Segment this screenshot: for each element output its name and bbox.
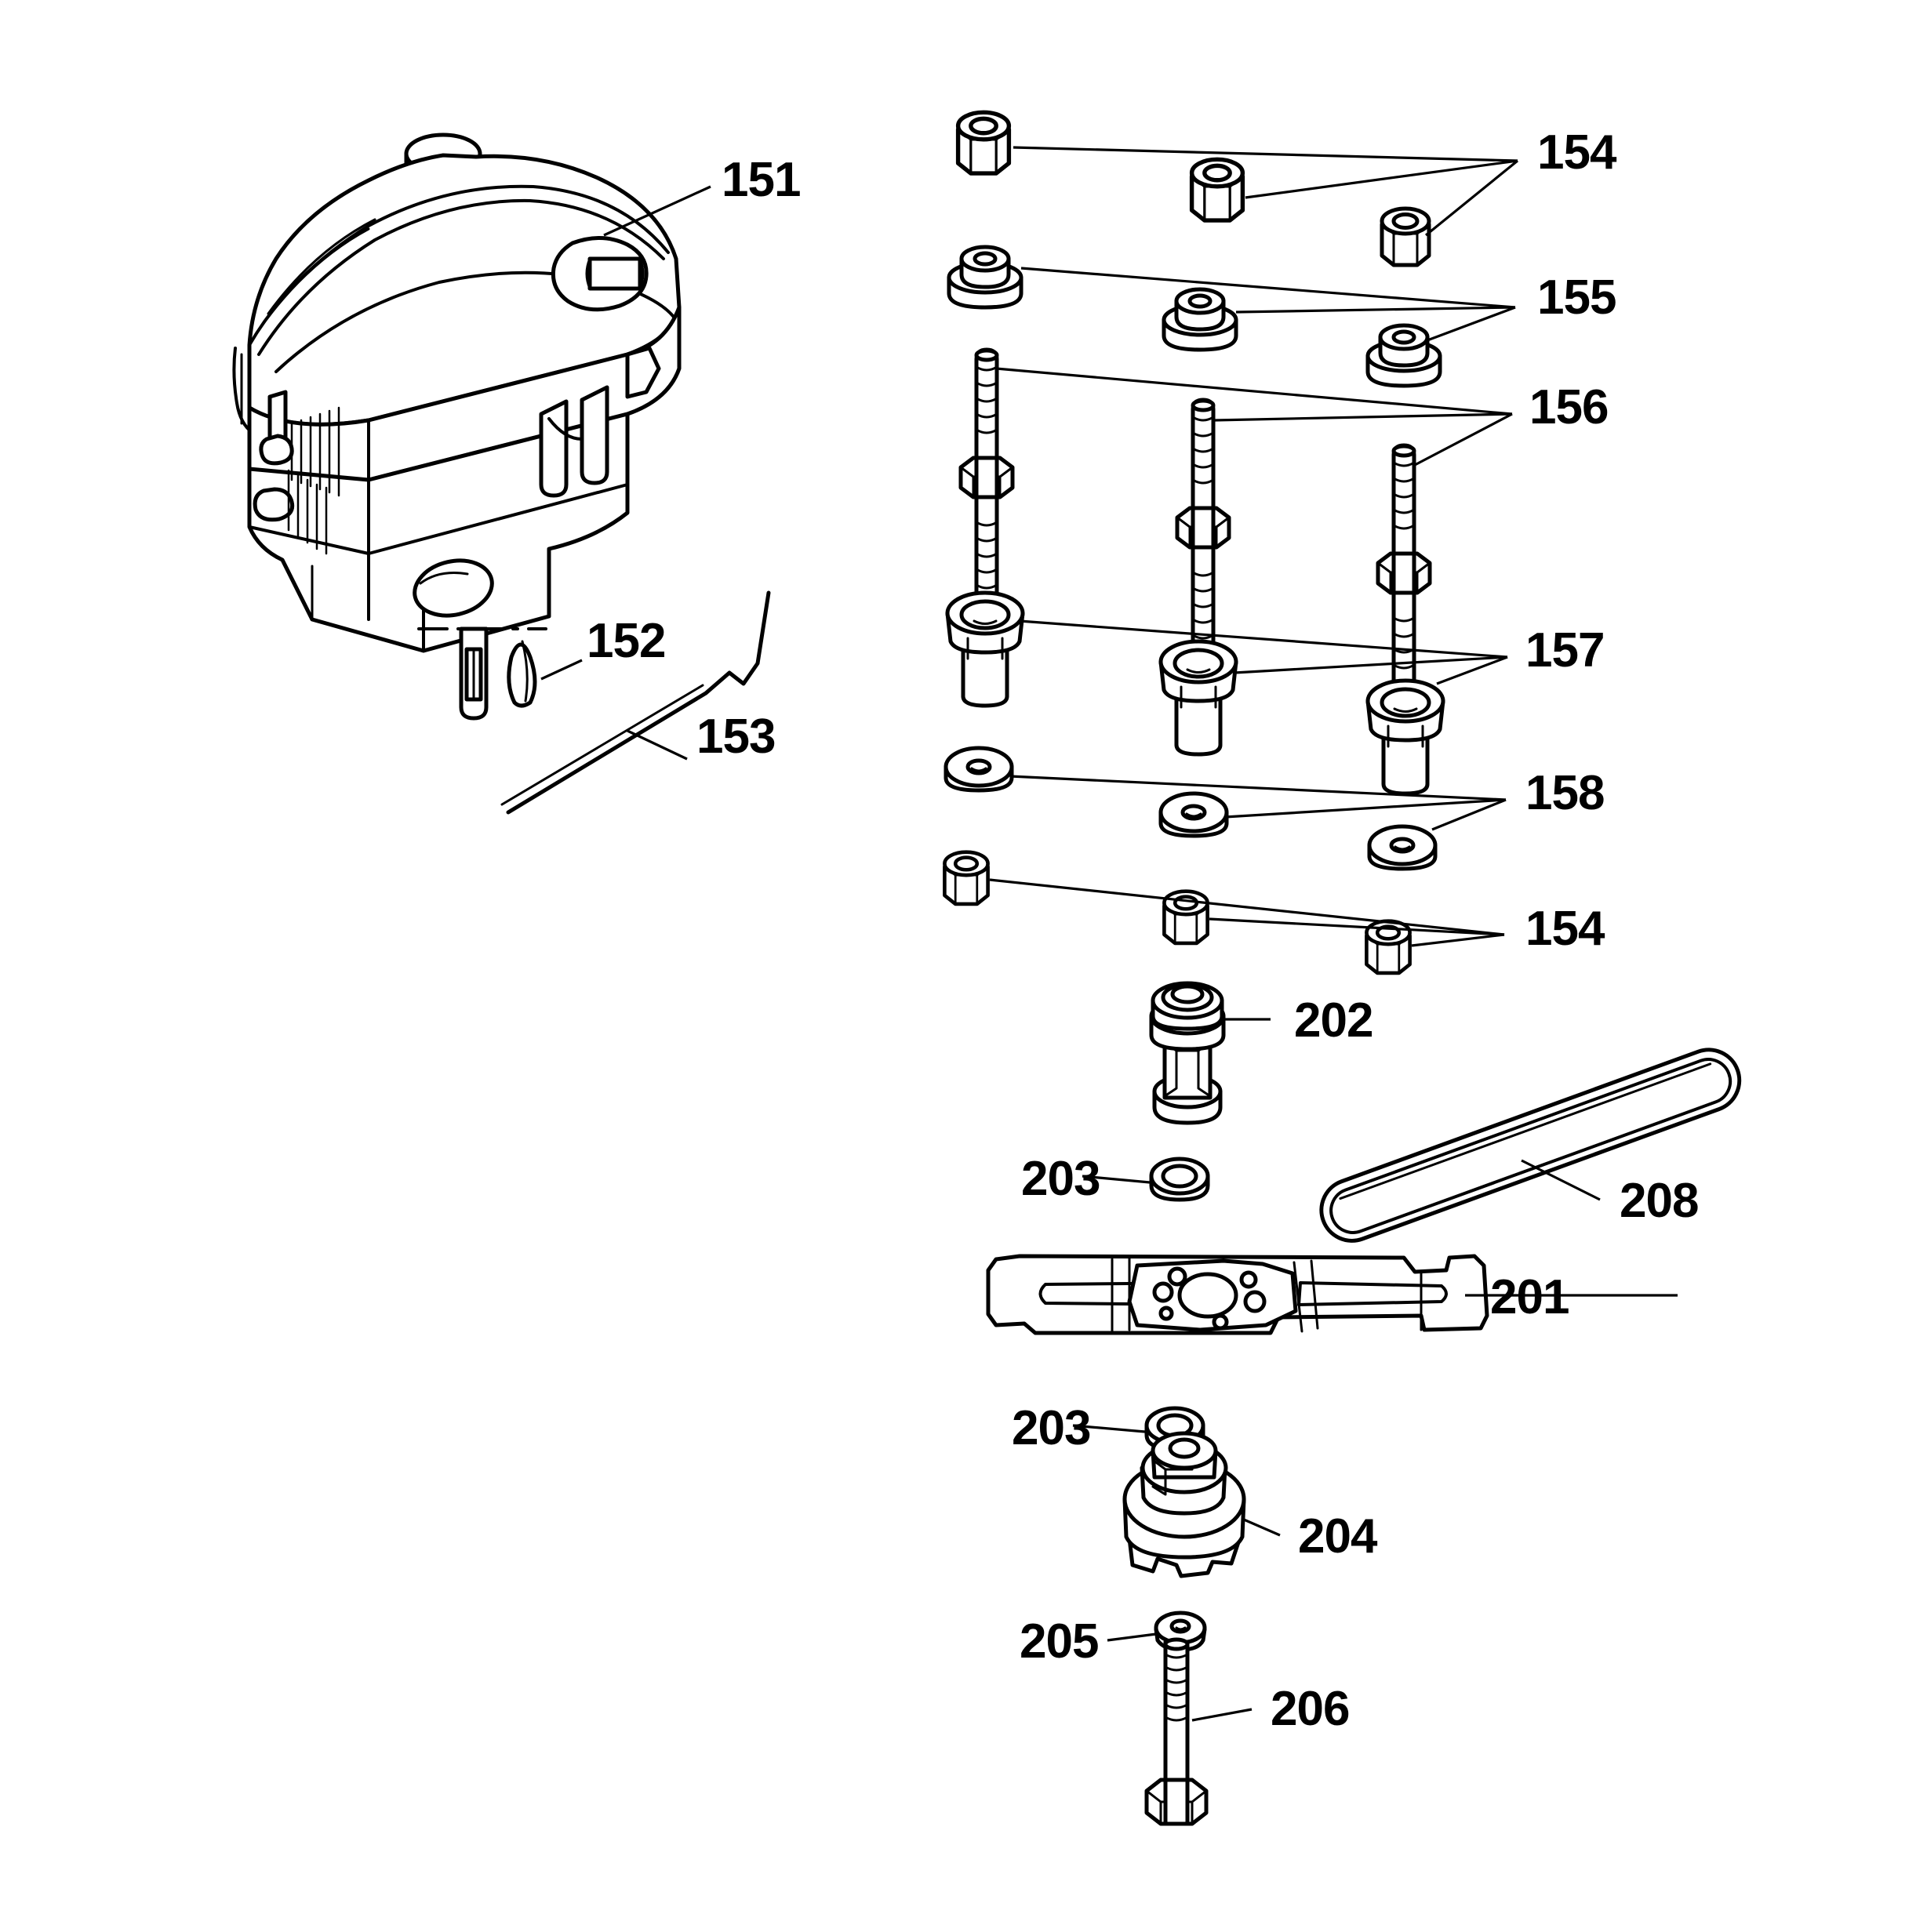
leader-156 — [995, 367, 1513, 416]
callout-label-206: 206 — [1271, 1682, 1349, 1736]
shoulder-bushing — [949, 247, 1021, 307]
callout-label-205: 205 — [1020, 1614, 1098, 1669]
shoulder-bushing — [1164, 289, 1236, 350]
callout-label-158: 158 — [1525, 766, 1604, 820]
engine-assembly-drawing — [232, 133, 682, 721]
blade-spindle-drawing — [1149, 981, 1226, 1125]
leader-154-top — [1013, 146, 1518, 162]
leader-155 — [1020, 267, 1516, 309]
callout-label-203-lower: 203 — [1012, 1401, 1090, 1455]
threaded-stud — [961, 350, 1013, 604]
control-rod-drawing — [500, 590, 771, 815]
leader-152 — [540, 659, 583, 681]
callout-label-151: 151 — [722, 153, 800, 207]
flat-washer — [946, 748, 1012, 790]
leader-157 — [1019, 619, 1508, 659]
leader-206 — [1191, 1708, 1253, 1722]
flanged-sleeve — [1368, 681, 1443, 794]
flat-washer — [1369, 826, 1435, 869]
callout-label-203-upper: 203 — [1021, 1152, 1100, 1206]
lock-nut — [1382, 209, 1429, 265]
flanged-sleeve — [1161, 641, 1236, 754]
callout-label-204: 204 — [1298, 1509, 1378, 1563]
flanged-sleeve — [947, 593, 1023, 706]
callout-label-152: 152 — [587, 614, 665, 668]
lock-nut — [1192, 159, 1243, 220]
blade-adapter-drawing — [1122, 1431, 1246, 1578]
cooling-fins — [253, 390, 340, 555]
leader-154-bottom — [989, 878, 1505, 936]
lock-nut-row-bottom — [944, 852, 1409, 973]
blade-washer-upper-drawing — [1149, 1157, 1210, 1202]
leader-153 — [627, 729, 688, 761]
leader-203-lower — [1072, 1424, 1146, 1433]
blade-bolt-drawing — [1144, 1637, 1209, 1826]
lock-nut — [958, 112, 1009, 173]
callout-label-208: 208 — [1620, 1174, 1698, 1228]
leader-208 — [1521, 1159, 1601, 1201]
leader-204 — [1243, 1518, 1281, 1537]
lock-nut — [944, 852, 987, 904]
flywheel-key-drawing — [507, 640, 537, 708]
callout-label-156: 156 — [1529, 380, 1608, 434]
callout-label-154-top: 154 — [1537, 125, 1617, 180]
callout-label-154-bottom: 154 — [1525, 902, 1605, 956]
drive-belt-drawing — [1319, 1048, 1742, 1243]
callout-label-155: 155 — [1537, 271, 1616, 325]
callout-label-202: 202 — [1294, 993, 1373, 1048]
leader-151 — [603, 185, 711, 237]
flat-washer — [1161, 794, 1227, 836]
shoulder-bushing — [1368, 325, 1440, 386]
callout-labels: 151 152 153 154 155 156 157 158 154 202 … — [587, 125, 1699, 1736]
threaded-stud — [1177, 400, 1229, 654]
leader-158 — [1009, 775, 1507, 801]
leader-203-upper — [1082, 1175, 1151, 1184]
mower-blade-drawing — [986, 1254, 1489, 1335]
callout-label-201: 201 — [1490, 1270, 1569, 1324]
leader-205 — [1107, 1632, 1157, 1642]
lock-nut-row-top — [958, 112, 1429, 265]
callout-label-157: 157 — [1525, 623, 1604, 677]
callout-label-153: 153 — [696, 710, 775, 764]
